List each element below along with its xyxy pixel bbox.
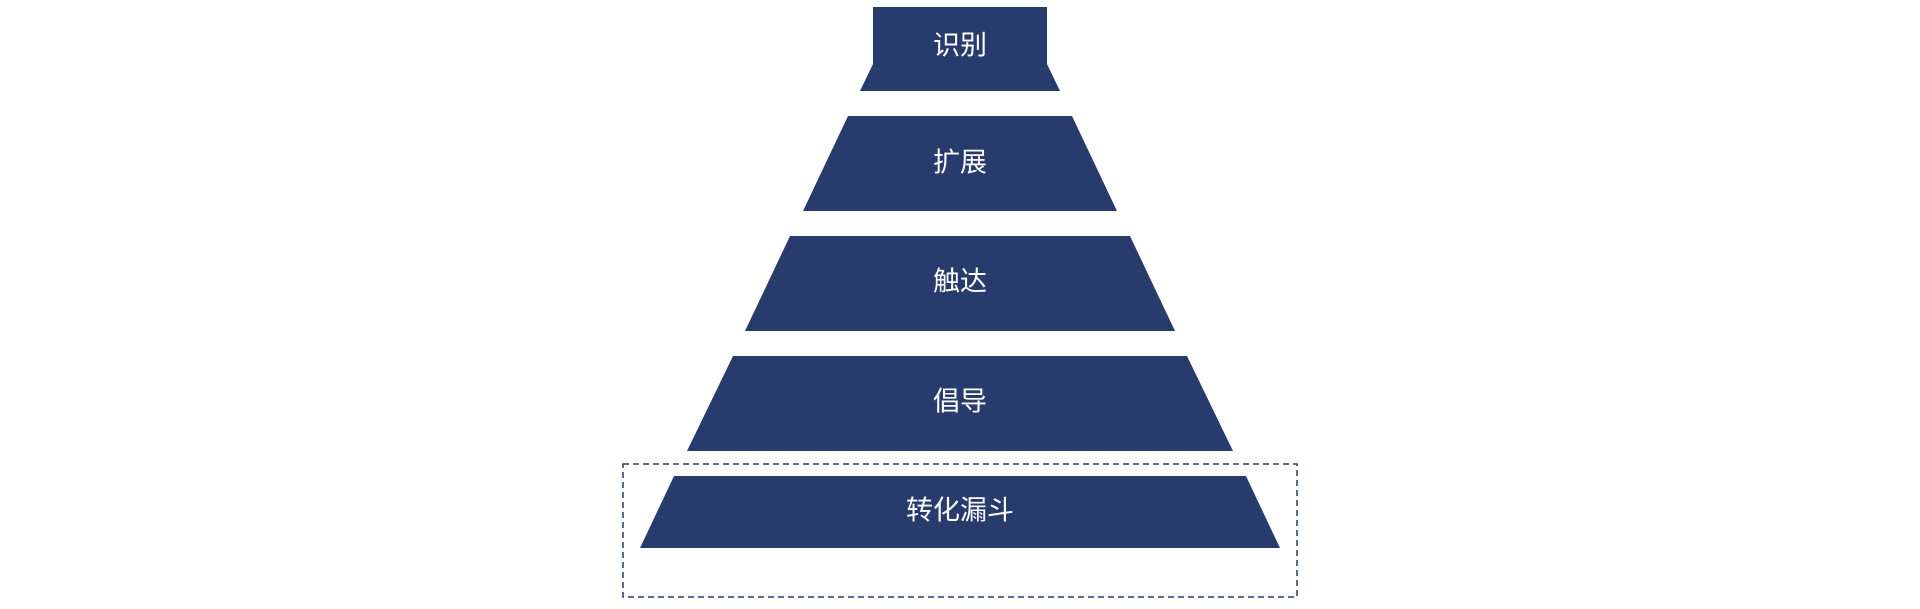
pyramid-level-1 (860, 7, 1060, 91)
pyramid-level-4 (687, 356, 1233, 451)
highlight-frame (622, 463, 1298, 598)
pyramid-level-1-label: 识别 (933, 31, 987, 62)
pyramid-level-2-label: 扩展 (933, 148, 987, 179)
pyramid-level-5 (640, 476, 1280, 548)
pyramid-level-4-label: 倡导 (933, 387, 987, 418)
pyramid-level-3-label: 触达 (933, 267, 987, 298)
pyramid-level-2 (803, 116, 1117, 211)
pyramid-level-5-label: 转化漏斗 (906, 496, 1014, 527)
pyramid-level-3 (745, 236, 1175, 331)
